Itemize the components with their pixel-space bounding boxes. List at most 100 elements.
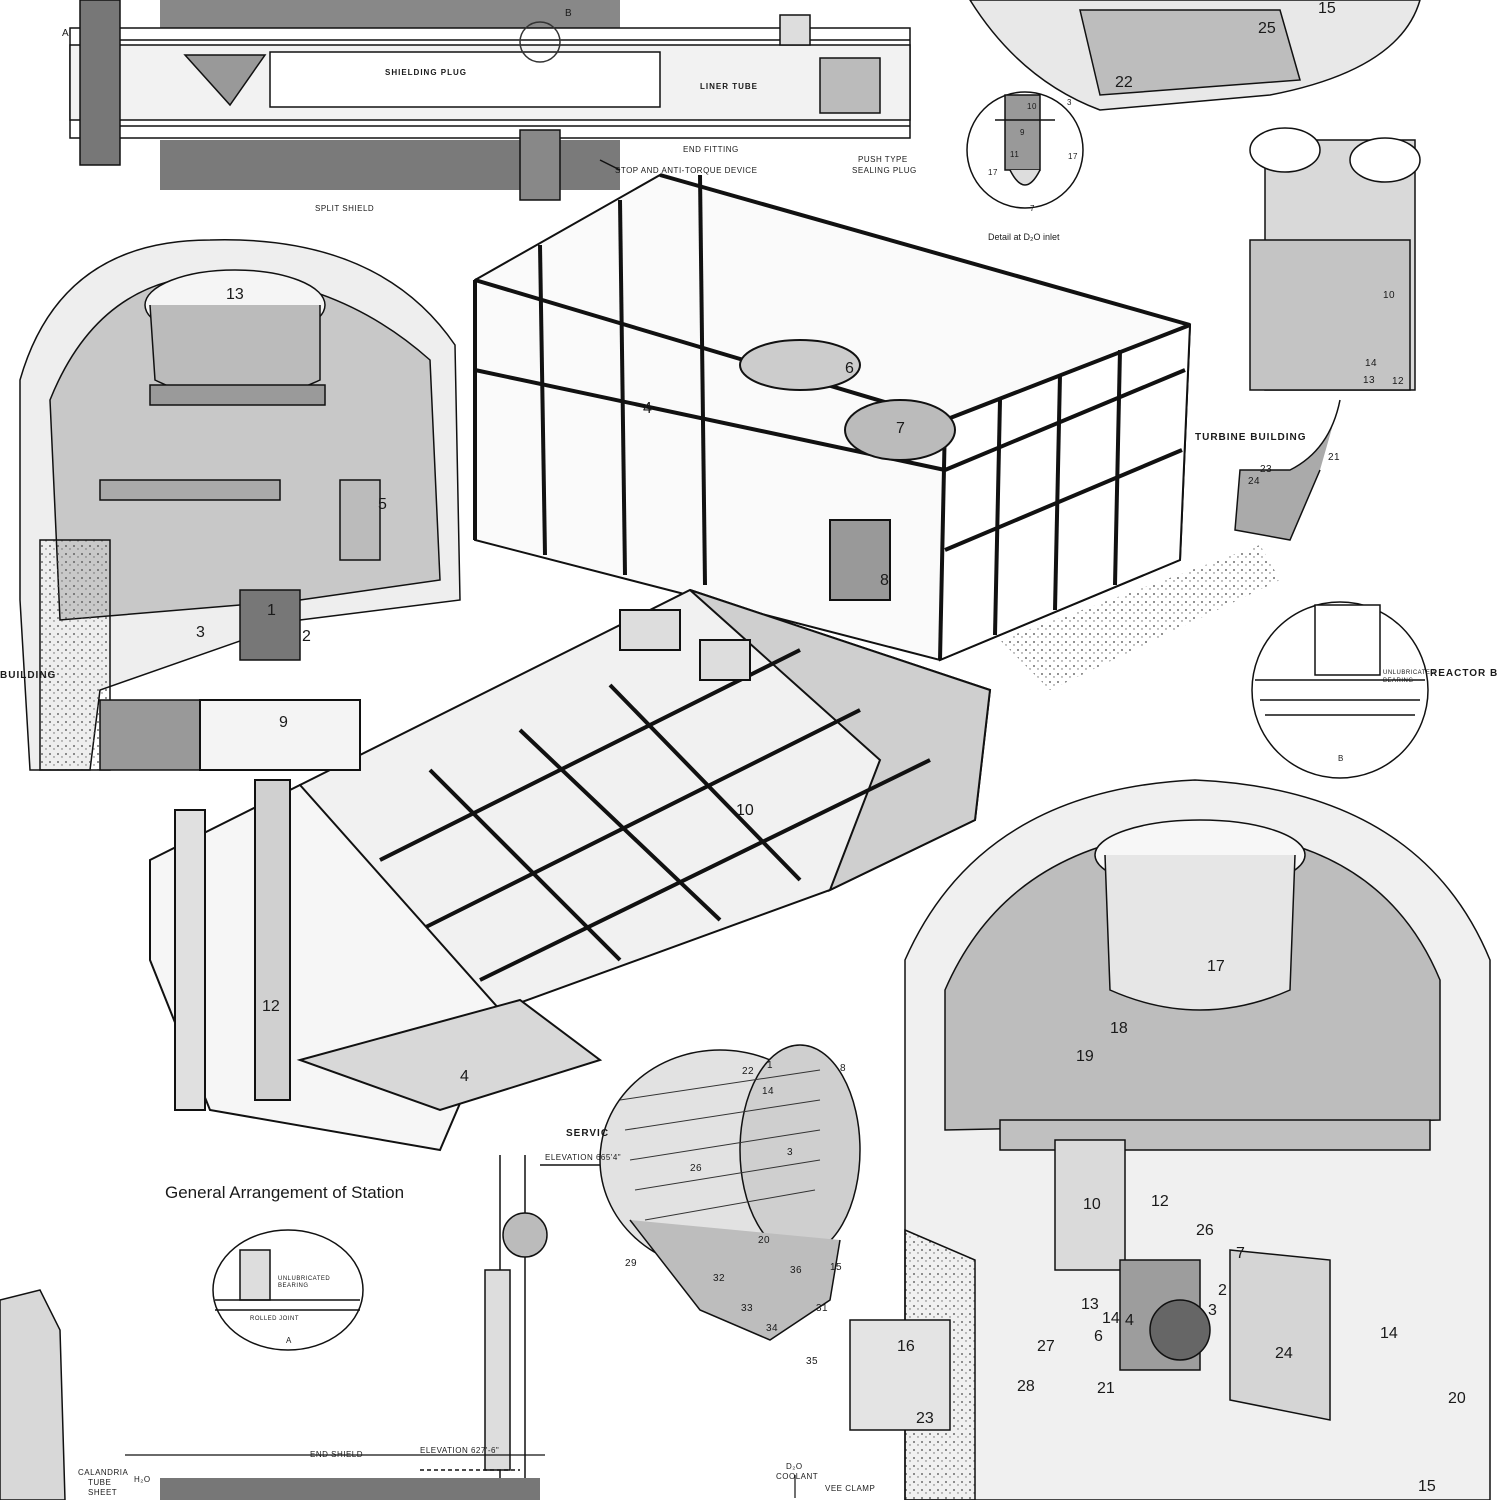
steam-generator — [1234, 127, 1421, 541]
reactor-num-21: 21 — [1097, 1380, 1115, 1397]
vee-clamp-label: VEE CLAMP — [825, 1484, 876, 1493]
station-num-13: 13 — [226, 286, 244, 303]
upper-reactor-fragment — [969, 0, 1421, 111]
reactor-num-28: 28 — [1017, 1378, 1035, 1395]
cal-num-29: 29 — [625, 1258, 638, 1269]
reactor-num-15: 15 — [1418, 1478, 1436, 1495]
reactor-num-16: 16 — [897, 1338, 915, 1355]
inlet-num-9: 9 — [1020, 128, 1025, 137]
calandria-label: CALANDRIA — [78, 1468, 129, 1477]
reactor-num-6: 6 — [1094, 1328, 1103, 1345]
reactor-num-14: 14 — [1102, 1310, 1120, 1327]
station-num-6: 6 — [845, 360, 854, 377]
reactor-num-23: 23 — [916, 1410, 934, 1427]
station-num-12: 12 — [262, 998, 280, 1015]
shielding-plug-label: SHIELDING PLUG — [385, 68, 468, 77]
sg-num-10: 10 — [1383, 290, 1396, 301]
auxiliary-frame — [149, 699, 603, 1152]
inlet-num-10: 10 — [1027, 102, 1037, 111]
mark-a-top: A — [62, 28, 70, 39]
reactor-num-3: 3 — [1208, 1302, 1217, 1319]
station-num-9: 9 — [279, 714, 288, 731]
cal-num-31: 31 — [816, 1303, 829, 1314]
service-building — [299, 588, 992, 1012]
liner-tube-label: LINER TUBE — [700, 82, 758, 91]
elevation-column — [420, 1155, 600, 1480]
reactor-num-4: 4 — [1125, 1312, 1134, 1329]
station-num-3: 3 — [196, 624, 205, 641]
cal-num-15: 15 — [830, 1262, 843, 1273]
service-label: SERVIC — [566, 1128, 610, 1139]
left-edge-fragment — [0, 1289, 66, 1501]
mark-a-lower: A — [286, 1336, 292, 1345]
upper-num-15: 15 — [1318, 0, 1336, 17]
sg-num-12: 12 — [1392, 376, 1405, 387]
inlet-detail-circle — [966, 91, 1084, 209]
inlet-num-17a: 17 — [988, 168, 998, 177]
end-fitting-label: END FITTING — [683, 145, 739, 154]
station-num-4b: 4 — [460, 1068, 469, 1085]
station-num-7: 7 — [896, 420, 905, 437]
reactor-num-27: 27 — [1037, 1338, 1055, 1355]
bearing-label-2: BEARING — [1383, 678, 1414, 684]
turbine-building — [473, 173, 1192, 662]
end-shield-label: END SHIELD — [310, 1450, 364, 1459]
reactor-num-12: 12 — [1151, 1193, 1169, 1210]
cal-num-33: 33 — [741, 1303, 754, 1314]
reactor-num-17: 17 — [1207, 958, 1225, 975]
calandria-label-2: TUBE — [88, 1478, 112, 1487]
sg-num-23: 23 — [1260, 464, 1273, 475]
reactor-right-label: REACTOR B — [1430, 668, 1499, 679]
elevation-bottom-label: ELEVATION 627'-6" — [420, 1446, 500, 1455]
station-caption: General Arrangement of Station — [165, 1183, 405, 1202]
cal-num-22: 22 — [742, 1066, 755, 1077]
sg-num-13: 13 — [1363, 375, 1376, 386]
station-num-8: 8 — [880, 572, 889, 589]
inlet-num-11: 11 — [1010, 150, 1020, 159]
bearing-small-label-2: BEARING — [278, 1283, 309, 1289]
sealing-plug-label: SEALING PLUG — [852, 166, 917, 175]
reactor-num-24: 24 — [1275, 1345, 1293, 1362]
cal-num-36: 36 — [790, 1265, 803, 1276]
inlet-detail-caption: Detail at D₂O inlet — [988, 232, 1060, 242]
upper-num-22: 22 — [1115, 74, 1133, 91]
station-num-10: 10 — [736, 802, 754, 819]
ground-shadow — [1000, 545, 1280, 690]
fuel-channel-section — [69, 0, 911, 201]
inlet-num-3: 3 — [1067, 98, 1072, 107]
reactor-num-14b: 14 — [1380, 1325, 1398, 1342]
reactor-num-26: 26 — [1196, 1222, 1214, 1239]
cal-num-32: 32 — [713, 1273, 726, 1284]
cal-num-34: 34 — [766, 1323, 779, 1334]
building-left-label: BUILDING — [0, 670, 57, 681]
cal-num-14: 14 — [762, 1086, 775, 1097]
cal-num-20: 20 — [758, 1235, 771, 1246]
reactor-num-13: 13 — [1081, 1296, 1099, 1313]
coolant-label: COOLANT — [776, 1472, 819, 1481]
split-shield-label: SPLIT SHIELD — [315, 204, 375, 213]
bearing-detail-a — [212, 1229, 364, 1351]
reactor-num-20: 20 — [1448, 1390, 1466, 1407]
stop-device-label: STOP AND ANTI-TORQUE DEVICE — [615, 166, 758, 175]
sg-num-14: 14 — [1365, 358, 1378, 369]
inlet-num-7: 7 — [1030, 204, 1035, 213]
bearing-label: UNLUBRICATED — [1383, 670, 1436, 676]
upper-num-25: 25 — [1258, 20, 1276, 37]
elevation-top-label: ELEVATION 665'4" — [545, 1153, 622, 1162]
calandria-cutaway — [599, 1044, 861, 1341]
reactor-num-2: 2 — [1218, 1282, 1227, 1299]
bearing-small-label: UNLUBRICATED — [278, 1276, 331, 1282]
cal-num-35: 35 — [806, 1356, 819, 1367]
sg-num-21: 21 — [1328, 452, 1341, 463]
reactor-num-10: 10 — [1083, 1196, 1101, 1213]
push-plug-label: PUSH TYPE — [858, 155, 908, 164]
inlet-num-17b: 17 — [1068, 152, 1078, 161]
end-shield-dimension — [125, 1454, 796, 1500]
cal-num-8: 8 — [840, 1063, 847, 1074]
cal-num-3: 3 — [787, 1147, 794, 1158]
station-num-4a: 4 — [643, 400, 652, 417]
cal-num-26: 26 — [690, 1163, 703, 1174]
h2o-label: H₂O — [134, 1475, 151, 1484]
